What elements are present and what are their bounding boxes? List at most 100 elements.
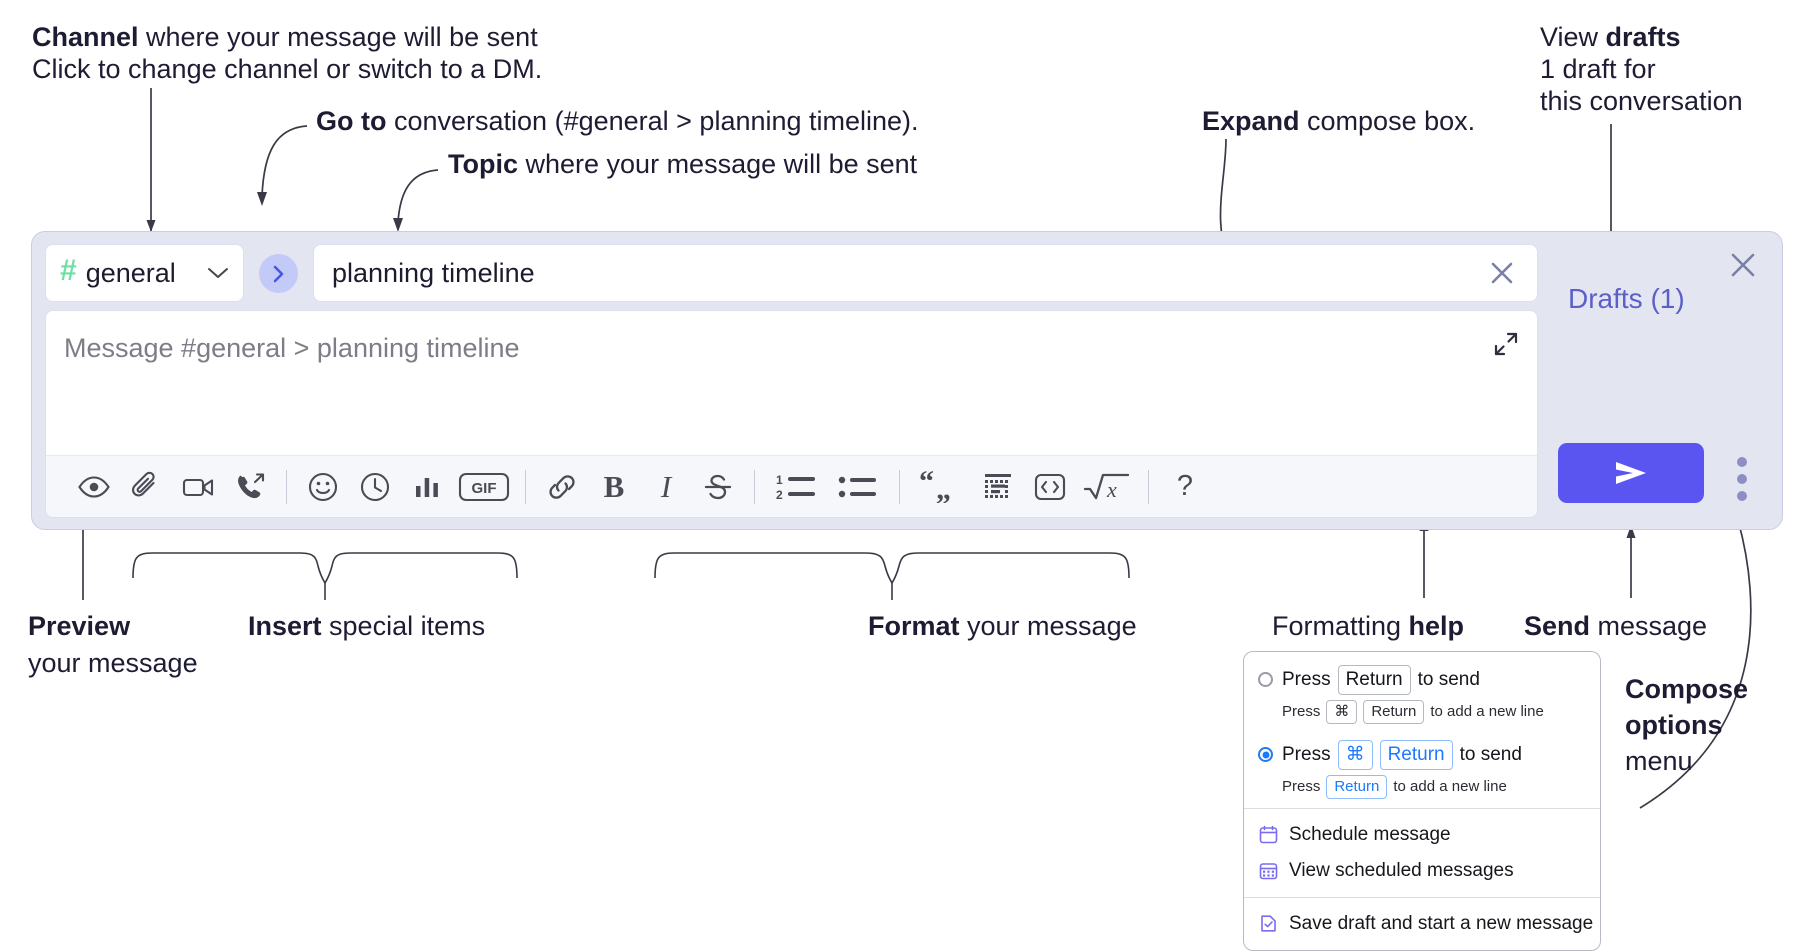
message-input-area[interactable]: Message #general > planning timeline [45,310,1538,518]
compose-options-button[interactable] [1729,455,1755,503]
annotation-drafts-rest: View [1540,22,1606,52]
annotation-preview-line2: your message [28,648,198,678]
italic-label: I [660,468,672,504]
help-label: ? [1176,470,1194,502]
annotation-compose-options-line2: options [1625,710,1722,742]
toolbar-separator [286,469,287,504]
key-return-3: Return [1379,739,1453,770]
compose-options-menu: Press Return to send Press ⌘ Return to a… [1243,651,1601,951]
key-command: ⌘ [1326,699,1358,724]
topic-field[interactable]: planning timeline [313,244,1538,302]
inline-code-icon[interactable] [1024,461,1076,513]
link-icon[interactable] [536,461,588,513]
annotation-compose-options-line1: Compose [1625,674,1748,706]
key-return: Return [1337,665,1411,695]
annotation-drafts-line2: 1 draft for [1540,54,1656,84]
toolbar-separator [754,469,755,504]
video-icon[interactable] [172,461,224,513]
svg-text:GIF: GIF [472,480,497,497]
annotation-insert-bold: Insert [248,611,322,641]
close-compose-icon[interactable] [1725,247,1761,283]
bold-icon[interactable]: B [588,461,640,513]
close-icon[interactable] [1485,256,1519,290]
radio-cmd-return[interactable] [1258,747,1273,763]
help-icon[interactable]: ? [1159,461,1211,513]
preview-icon[interactable] [68,461,120,513]
annotation-expand-bold: Expand [1202,106,1300,136]
annotation-channel-rest: where your message will be sent [138,22,538,52]
send-shortcut-options: Press Return to send Press ⌘ Return to a… [1244,652,1600,808]
opt1-tail: to send [1417,668,1480,690]
poll-icon[interactable] [401,461,453,513]
opt2-sub-tail: to add a new line [1393,778,1507,796]
annotation-topic-rest: where your message will be sent [518,149,918,179]
emoji-icon[interactable] [297,461,349,513]
compose-box: # general planning timeline [31,231,1783,530]
compose-inner: # general planning timeline [45,244,1538,518]
message-placeholder: Message #general > planning timeline [64,333,520,363]
goto-conversation-button[interactable] [259,254,298,293]
send-option-cmd-return[interactable]: Press ⌘ Return to send [1244,738,1600,772]
menu-divider [1244,807,1600,809]
menu-item-label: Schedule message [1289,823,1451,845]
send-button[interactable] [1558,443,1704,503]
annotation-compose-options-bold1: Compose [1625,674,1749,704]
annotation-goto-bold: Go to [316,106,387,136]
code-block-icon[interactable] [972,461,1024,513]
annotation-drafts-bold: drafts [1605,22,1681,52]
annotation-topic: Topic where your message will be sent [448,149,917,181]
gif-icon[interactable]: GIF [453,461,515,513]
toolbar-separator [525,469,526,504]
calendar-icon [1258,825,1278,845]
menu-item-label: Save draft and start a new message [1289,912,1594,934]
opt1-press: Press [1282,668,1331,690]
key-return-4: Return [1326,774,1388,799]
math-icon[interactable]: x [1076,461,1138,513]
ordered-list-icon[interactable]: 1 2 [765,461,827,513]
svg-text:1: 1 [776,473,783,487]
key-command-2: ⌘ [1337,739,1373,770]
attachment-icon[interactable] [120,461,172,513]
strikethrough-icon[interactable] [692,461,744,513]
annotation-compose-options-line3: menu [1625,746,1693,776]
annotation-expand-rest: compose box. [1299,106,1476,136]
drafts-link[interactable]: Drafts (1) [1568,283,1685,314]
italic-icon[interactable]: I [640,461,692,513]
annotation-channel-bold: Channel [32,22,139,52]
annotation-help: Formatting help [1272,611,1464,643]
key-return-2: Return [1363,699,1425,724]
annotation-format: Format your message [868,611,1137,643]
compose-header: # general planning timeline [45,244,1538,302]
toolbar-separator [899,469,900,504]
annotation-topic-bold: Topic [448,149,518,179]
menu-item-view-scheduled[interactable]: View scheduled messages [1244,853,1600,889]
radio-return[interactable] [1258,672,1273,688]
schedule-group: Schedule message View scheduled messages [1244,809,1600,897]
annotation-send-rest: message [1590,611,1708,641]
send-option-return-sub: Press ⌘ Return to add a new line [1244,699,1600,724]
annotation-channel: Channel where your message will be sent [32,22,538,54]
menu-item-label: View scheduled messages [1289,859,1514,881]
blockquote-icon[interactable]: “ „ [910,461,972,513]
annotation-goto-rest: conversation (#general > planning timeli… [386,106,919,136]
svg-text:“: “ [919,471,934,498]
annotation-format-bold: Format [868,611,960,641]
clock-icon[interactable] [349,461,401,513]
annotation-drafts: View drafts [1540,22,1681,54]
menu-divider [1244,896,1600,898]
bulleted-list-icon[interactable] [827,461,889,513]
channel-selector[interactable]: # general [45,244,244,302]
svg-text:2: 2 [776,488,783,502]
audio-call-icon[interactable] [224,461,276,513]
annotation-help-bold: help [1408,611,1465,641]
menu-item-save-draft[interactable]: Save draft and start a new message [1244,906,1600,942]
svg-text:x: x [1106,477,1117,502]
menu-item-schedule-message[interactable]: Schedule message [1244,817,1600,853]
opt1-sub-press: Press [1282,703,1321,721]
bold-label: B [603,468,625,504]
send-option-return[interactable]: Press Return to send [1244,663,1600,697]
expand-icon[interactable] [1489,327,1523,361]
opt2-tail: to send [1459,743,1522,765]
opt2-sub-press: Press [1282,778,1321,796]
opt1-sub-tail: to add a new line [1430,703,1544,721]
